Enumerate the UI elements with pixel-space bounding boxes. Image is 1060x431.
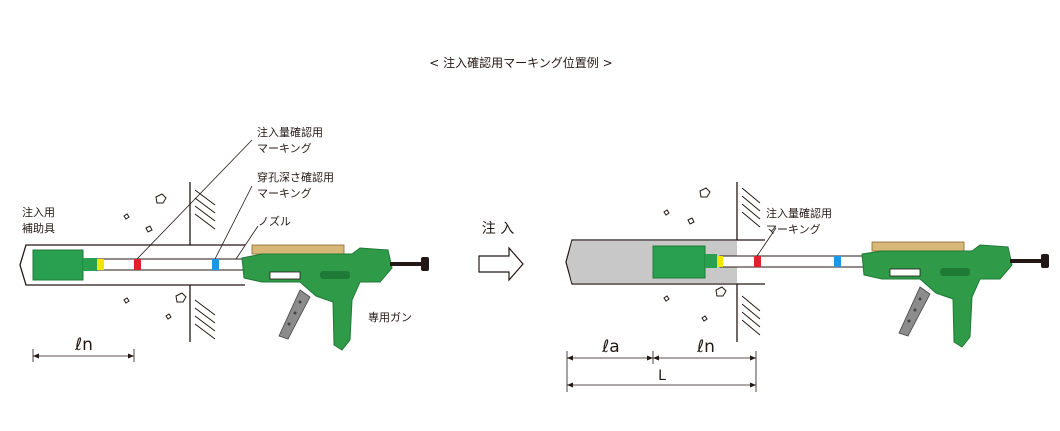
left-aid-neck [83,258,97,271]
right-dim-ln-text: ℓn [696,337,715,357]
left-nozzle-label: ノズル [258,214,291,228]
right-gun-body [861,244,1013,348]
right-gun-trigger [898,286,931,337]
right-hatch-top [741,187,761,228]
right-diagram: 注入量確認用 マーキング ℓa ℓn L [565,182,1049,392]
right-inj-leader [756,227,777,257]
left-aid-label-2: 補助具 [22,221,55,235]
left-hatch-bottom [194,299,216,340]
diagram-title: < 注入確認用マーキング位置例 > [429,55,612,70]
left-gun-body [241,247,393,351]
left-blue-marking [212,259,219,270]
right-hatch-bottom [741,295,761,336]
left-depth-leader [214,185,253,260]
left-red-marking [134,259,141,270]
arrow-label: 注 入 [482,221,514,237]
left-gun-plunger-rod [390,262,422,266]
right-injection-aid [652,245,706,279]
left-gun-plunger-cap [421,257,429,271]
left-yellow-marking [97,259,104,270]
right-blue-marking [834,256,841,267]
right-aggregate [663,187,727,322]
right-inj-mark-label-2: マーキング [766,222,821,236]
right-nozzle-tube [719,255,871,268]
right-dispenser-gun [861,241,1049,348]
right-aid-neck [705,254,717,268]
right-dim-L: L [567,368,756,388]
left-gun-label: 専用ガン [368,311,412,324]
left-gun-slot [320,271,350,279]
right-dim-la-text: ℓa [601,337,619,357]
left-hatch-top [194,189,216,230]
left-inj-mark-label-2: マーキング [257,141,312,155]
arrow-shape [478,246,524,282]
left-dispenser-gun [241,244,429,351]
left-nozzle-tube [89,258,251,271]
left-inj-leader [136,139,253,260]
right-dim-la-ln: ℓa ℓn [566,337,757,392]
left-gun-cartridge [251,244,345,255]
right-dim-L-text: L [658,368,666,384]
left-depth-mark-label-2: マーキング [257,186,312,200]
left-depth-mark-label-1: 穿孔深さ確認用 [257,170,334,184]
left-nozzle-leader [235,225,259,260]
left-gun-window [269,271,301,280]
right-yellow-marking [717,256,723,267]
left-gun-trigger [278,289,311,340]
left-diagram: 注入用 補助具 注入量確認用 マーキング 穿孔深さ確認用 マーキング ノズル 専… [19,125,429,362]
injection-arrow: 注 入 [478,221,524,282]
left-dim-ln-text: ℓn [74,335,93,355]
left-injection-aid [32,249,84,281]
right-red-marking [754,256,761,267]
left-aid-label-1: 注入用 [22,205,55,219]
right-inj-mark-label-1: 注入量確認用 [766,206,832,220]
left-aggregate [123,193,187,320]
left-dim-ln: ℓn [32,335,135,362]
left-inj-mark-label-1: 注入量確認用 [257,125,323,139]
